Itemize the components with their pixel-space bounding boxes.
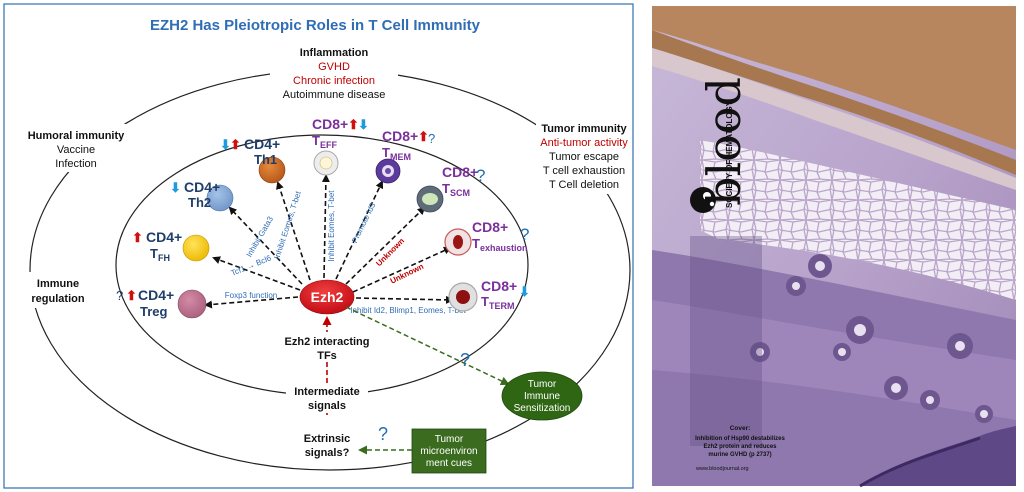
sensitization-arrow [345, 306, 510, 386]
cover-website: www.bloodjournal.org [695, 466, 749, 472]
immune-regulation-box [22, 272, 96, 308]
interacting-line: Ezh2 interacting [285, 336, 370, 348]
cover-caption: Ezh2 protein and reduces [703, 444, 777, 450]
arrow-label-treg: Foxp3 function [225, 291, 277, 300]
humoral-line: Vaccine [57, 144, 95, 156]
up-arrow-icon: ⬆ [126, 288, 137, 303]
tfh-main-label: CD4+ [146, 229, 182, 245]
intermediate-box [286, 383, 368, 413]
tscm-sub-label: TSCM [442, 181, 470, 198]
tumor-microenvironment-box [411, 428, 487, 474]
cell-tmem [375, 158, 401, 184]
arrow-label-tterm: Inhibit Id2, Blimp1, Eomes, T-bet [350, 306, 466, 315]
down-arrow-icon: ⬇ [358, 117, 369, 132]
tscm-main-label: CD8+ [442, 164, 478, 180]
tmem-main-label: CD8+ [382, 128, 418, 144]
teff-sub-label: TEFF [312, 133, 337, 150]
cell-treg [177, 289, 207, 319]
extrinsic-line: Extrinsic [304, 433, 350, 445]
inflammation-line: Autoimmune disease [283, 89, 386, 101]
interacting-box [282, 332, 372, 362]
teff-main-label: CD8+ [312, 116, 348, 132]
treg-question: ? [116, 288, 123, 303]
texh-main-label: CD8+ [472, 219, 508, 235]
tumor-sensitization-line: Immune [524, 391, 561, 402]
texh-question: ? [520, 225, 529, 244]
tumor-immunity-line: Anti-tumor activity [540, 137, 628, 149]
tumor-sensitization-node [501, 371, 583, 421]
tscm-question: ? [476, 166, 485, 185]
cell-teff [313, 150, 339, 176]
tmem-sub-label: TMEM [382, 145, 411, 162]
tumor-immunity-line: Tumor escape [549, 151, 619, 163]
treg-sub-label: Treg [140, 304, 168, 319]
th2-main-label: CD4+ [184, 179, 220, 195]
down-arrow-icon: ⬇ [170, 180, 181, 195]
tumor-immunity-box [536, 118, 632, 194]
tumor-microenvironment-line: Tumor [435, 434, 464, 445]
tumor-microenvironment-line: microenviron [420, 446, 477, 457]
cell-tfh [182, 234, 210, 262]
inflammation-box [270, 42, 398, 100]
humoral-heading: Humoral immunity [28, 130, 125, 142]
microenvironment-question: ? [378, 424, 388, 444]
th2-sub-label: Th2 [188, 195, 211, 210]
cell-tscm [416, 185, 444, 213]
tumor-immunity-line: T Cell deletion [549, 179, 619, 191]
th1-sub-label: Th1 [254, 152, 277, 167]
cell-texhaustion [444, 228, 472, 256]
immune-regulation-line: Immune [37, 278, 79, 290]
up-arrow-icon: ⬆ [230, 137, 241, 152]
cell-th1 [258, 156, 286, 184]
treg-main-label: CD4+ [138, 287, 174, 303]
tumor-immunity-line: T cell exhaustion [543, 165, 625, 177]
tumor-sensitization-line: Sensitization [514, 403, 571, 414]
inflammation-heading: Inflammation [300, 47, 369, 59]
intermediate-line: signals [308, 400, 346, 412]
interacting-line: TFs [317, 350, 337, 362]
cover-caption: Inhibition of Hsp90 destabilizes [695, 436, 785, 442]
society-text: SOCIETY OF HEMATOLOGY [725, 100, 734, 208]
cover-label: Cover: [730, 425, 751, 432]
sensitization-question: ? [460, 350, 470, 370]
inflammation-line: Chronic infection [293, 75, 375, 87]
th1-main-label: CD4+ [244, 136, 280, 152]
humoral-box [20, 124, 132, 172]
down-arrow-icon: ⬇ [220, 137, 231, 152]
inflammation-line: GVHD [318, 61, 350, 73]
tumor-sensitization-line: Tumor [528, 379, 557, 390]
journal-cover: SOCIETY OF HEMATOLOGY blood Cover: Inhib… [652, 6, 1016, 488]
diagram-title: EZH2 Has Pleiotropic Roles in T Cell Imm… [150, 17, 481, 34]
tterm-sub-label: TTERM [481, 294, 514, 311]
journal-name: blood [697, 77, 751, 206]
up-arrow-icon: ⬆ [418, 129, 429, 144]
humoral-line: Infection [55, 158, 97, 170]
cell-tterm [448, 282, 478, 312]
down-arrow-icon: ⬇ [519, 284, 530, 299]
tmem-question: ? [428, 131, 435, 146]
up-arrow-icon: ⬆ [132, 230, 143, 245]
extrinsic-line: signals? [305, 447, 350, 459]
tfh-sub-label: TFH [150, 246, 170, 263]
ezh2-label: Ezh2 [311, 289, 344, 305]
immune-regulation-line: regulation [31, 293, 84, 305]
texh-sub-label: Texhaustion [472, 236, 527, 253]
arrow-label-teff: Inhibit Eomes, T-bet [327, 190, 336, 262]
up-arrow-icon: ⬆ [348, 117, 359, 132]
tterm-main-label: CD8+ [481, 278, 517, 294]
ezh2-arrows [204, 174, 454, 309]
tumor-immunity-heading: Tumor immunity [541, 123, 627, 135]
cover-caption: murine GVHD (p 2737) [708, 452, 771, 458]
ezh2-node [299, 279, 355, 315]
tumor-microenvironment-line: ment cues [426, 458, 472, 469]
cell-th2 [206, 184, 234, 212]
intermediate-line: Intermediate [294, 386, 359, 398]
